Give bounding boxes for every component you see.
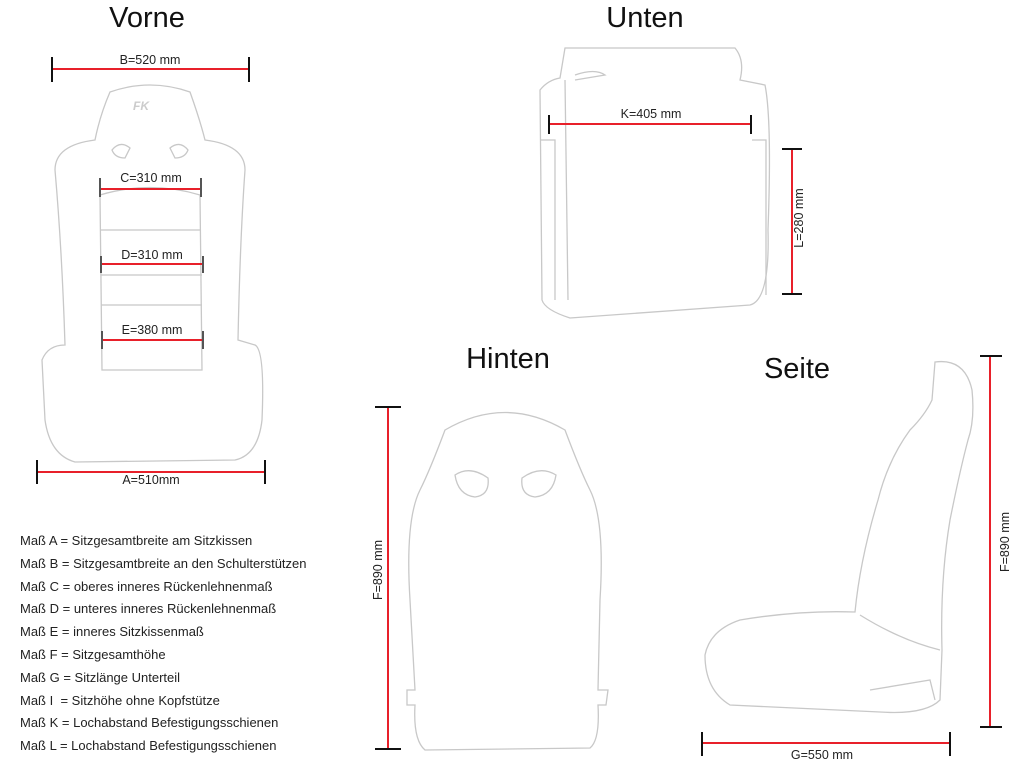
view-title-side: Seite: [763, 353, 831, 385]
dim-label-a: A=510mm: [122, 473, 180, 487]
dim-label-b: B=520 mm: [119, 53, 181, 67]
legend-item: Maß D = unteres inneres Rückenlehnenmaß: [20, 601, 277, 617]
legend-item: Maß F = Sitzgesamthöhe: [20, 646, 166, 662]
dim-label-l: L=280 mm: [792, 188, 806, 248]
legend-item: Maß A = Sitzgesamtbreite am Sitzkissen: [20, 533, 253, 548]
view-title-bottom: Unten: [606, 2, 684, 34]
front-seat-outline: [41, 84, 264, 463]
dim-label-g: G=550 mm: [790, 748, 854, 762]
dim-label-k: K=405 mm: [620, 107, 682, 121]
dim-label-f-back: F=890 mm: [371, 539, 385, 601]
legend-item: Maß E = inneres Sitzkissenmaß: [20, 624, 204, 640]
view-title-front: Vorne: [109, 2, 185, 34]
legend-item: Maß L = Lochabstand Befestigungsschienen: [20, 738, 277, 754]
dim-label-d: D=310 mm: [121, 248, 183, 262]
bottom-seat-outline: [539, 47, 771, 319]
dim-label-c: C=310 mm: [120, 171, 182, 185]
legend-item: Maß G = Sitzlänge Unterteil: [20, 669, 181, 685]
back-seat-outline: [406, 411, 609, 751]
legend-item: Maß B = Sitzgesamtbreite an den Schulter…: [20, 555, 307, 571]
brand-logo: FK: [133, 99, 150, 113]
legend-item: Maß I = Sitzhöhe ohne Kopfstütze: [20, 692, 220, 708]
legend-item: Maß K = Lochabstand Befestigungsschienen: [20, 715, 279, 731]
dim-label-f-side: F=890 mm: [998, 511, 1012, 573]
view-title-back: Hinten: [466, 343, 550, 375]
legend-item: Maß C = oberes inneres Rückenlehnenmaß: [20, 578, 273, 594]
dimension-lines: [36, 57, 1002, 756]
side-seat-outline: [704, 360, 974, 714]
dimension-legend: Maß A = Sitzgesamtbreite am Sitzkissen M…: [20, 530, 307, 758]
dim-label-e: E=380 mm: [121, 323, 183, 337]
